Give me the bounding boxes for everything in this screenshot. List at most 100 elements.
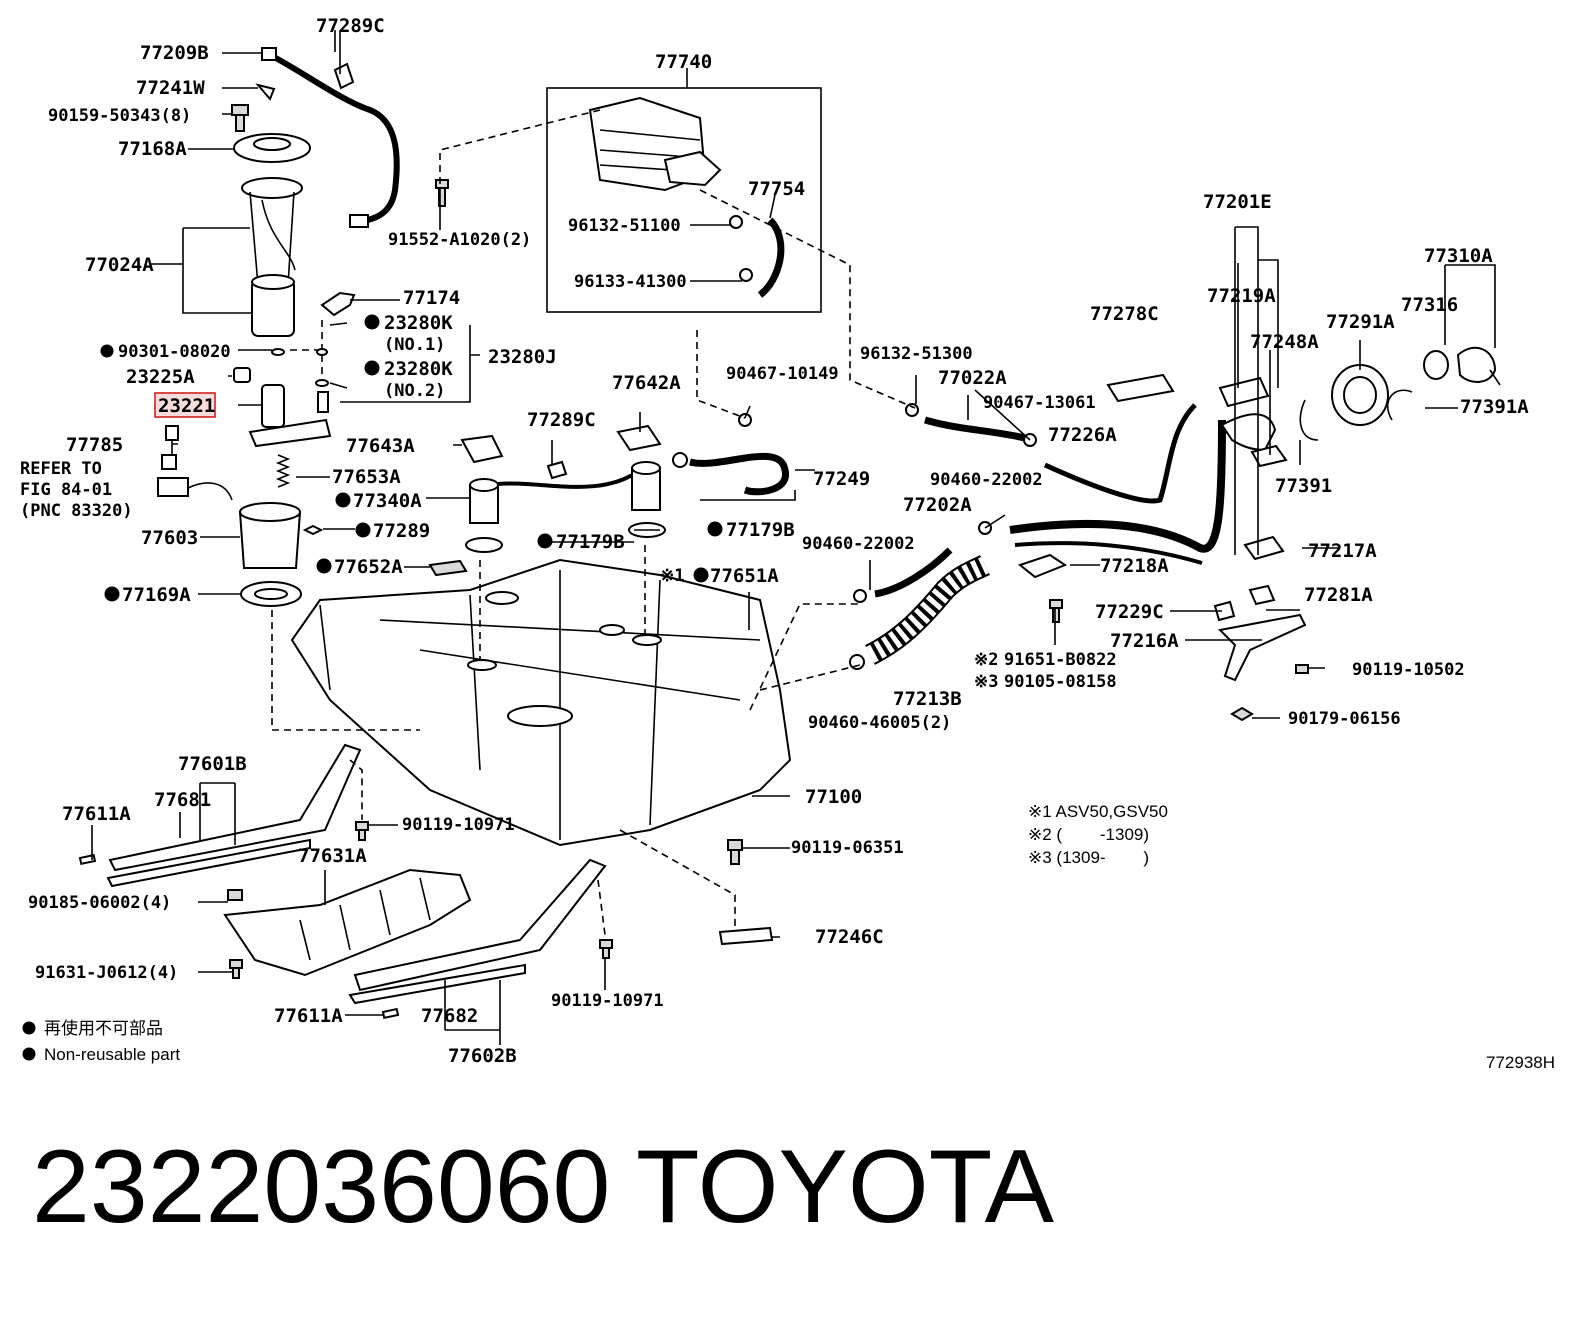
label-90460-22002-left: 90460-22002 xyxy=(802,534,915,554)
label-77024a: 77024A xyxy=(85,254,154,276)
clip-77229c-drawing xyxy=(1213,600,1236,622)
clip-77281a-drawing xyxy=(1248,584,1276,606)
clip-77289c-drawing xyxy=(333,62,355,90)
label-90467-10149: 90467-10149 xyxy=(726,364,839,384)
label-77785: 77785 xyxy=(66,434,123,456)
legend-text-en: Non-reusable part xyxy=(44,1045,180,1064)
label-90301: 90301-08020 xyxy=(118,342,231,362)
label-77217a: 77217A xyxy=(1308,540,1377,562)
strap-77681-drawing xyxy=(106,838,311,888)
label-90460-22002-right: 90460-22002 xyxy=(930,470,1043,490)
label-77316: 77316 xyxy=(1401,294,1458,316)
label-77602b: 77602B xyxy=(448,1045,517,1067)
cushion-23225a-drawing xyxy=(233,367,251,383)
diagram-id: 772938H xyxy=(1486,1053,1555,1072)
label-refer-line3: (PNC 83320) xyxy=(20,501,133,521)
label-77168a: 77168A xyxy=(118,138,187,160)
plate-hole-drawing xyxy=(253,137,291,151)
label-23280j: 23280J xyxy=(488,346,557,368)
small-assembly-paths xyxy=(290,320,323,380)
label-77754: 77754 xyxy=(748,178,805,200)
bracket-77246c-drawing xyxy=(718,926,774,946)
bolt-91552-drawing xyxy=(435,179,449,207)
gasket-77316-drawing xyxy=(1423,350,1449,380)
highlight-23221 xyxy=(154,392,216,418)
label-23280k-no2: 23280K xyxy=(384,358,453,380)
clip-96132-51300-drawing xyxy=(905,403,919,417)
canister-group-box xyxy=(546,87,822,313)
cushion-77611a-bottom-drawing xyxy=(381,1007,400,1020)
ring-90301-drawing xyxy=(271,348,285,356)
legend: 再使用不可部品 Non-reusable part xyxy=(44,1018,180,1064)
dot-77179b-left xyxy=(537,533,553,549)
tank-hole-3-drawing xyxy=(599,624,625,636)
label-77601b: 77601B xyxy=(178,753,247,775)
clamp-90460-46005-drawing xyxy=(849,654,865,670)
label-77289c-mid: 77289C xyxy=(527,409,596,431)
footer-part-number: 2322036060 xyxy=(32,1129,610,1245)
non-reusable-markers xyxy=(22,314,723,1061)
hose-77754-drawing xyxy=(757,217,785,298)
sender-float-drawing xyxy=(187,482,233,501)
hose-ridges-drawing xyxy=(865,556,990,664)
breather-tube-77226a-drawing xyxy=(1043,403,1197,504)
valve-top-drawing xyxy=(469,478,499,492)
label-ref1-mark: ※1 xyxy=(660,566,684,586)
bolt-90119-10971-left-drawing xyxy=(355,821,369,841)
ring-77391-drawing xyxy=(1299,399,1319,441)
protector-77642a-drawing xyxy=(616,424,662,452)
assembly-paths xyxy=(271,109,916,936)
dot-23280k-1 xyxy=(364,314,380,330)
dot-legend-jp xyxy=(22,1021,36,1035)
sensor-77785-drawing xyxy=(165,425,179,441)
label-leaders xyxy=(91,30,1496,1045)
clip-77219a-drawing xyxy=(1218,376,1270,408)
label-90159: 90159-50343(8) xyxy=(48,106,191,126)
dot-legend-en xyxy=(22,1047,36,1061)
strap-77602b-drawing xyxy=(353,858,607,992)
hose-77022a-drawing xyxy=(924,416,1026,442)
hose-77249-drawing xyxy=(689,452,789,496)
bolt-90159-drawing xyxy=(231,104,249,132)
legend-text-jp: 再使用不可部品 xyxy=(44,1018,163,1038)
label-77246c: 77246C xyxy=(815,926,884,948)
dot-77289 xyxy=(355,522,371,538)
label-77216a: 77216A xyxy=(1110,630,1179,652)
label-91651: 91651-B0822 xyxy=(1004,650,1117,670)
label-77289: 77289 xyxy=(373,520,430,542)
tank-hole-2-drawing xyxy=(632,634,662,646)
tube-connector-drawing xyxy=(261,47,277,61)
label-90119-10971-left: 90119-10971 xyxy=(402,815,515,835)
label-77202a: 77202A xyxy=(903,494,972,516)
protector-ribs-drawing xyxy=(299,877,431,961)
label-77611a-bottom: 77611A xyxy=(274,1005,343,1027)
bolt-90119-10502-drawing xyxy=(1295,664,1309,674)
pad-77652a-drawing xyxy=(428,559,468,577)
label-77391a: 77391A xyxy=(1460,396,1529,418)
protector-77631a-drawing xyxy=(223,868,472,977)
protector-77278c-drawing xyxy=(1106,373,1175,403)
dot-77651a xyxy=(693,567,709,583)
note-3: ※3 (1309- ) xyxy=(1028,848,1149,867)
ring-77179b-left-drawing xyxy=(465,537,503,553)
tank-pump-hole-drawing xyxy=(507,705,573,727)
label-no1: (NO.1) xyxy=(384,335,445,355)
label-77229c: 77229C xyxy=(1095,601,1164,623)
label-77642a: 77642A xyxy=(612,372,681,394)
sender-gauge-drawing xyxy=(157,477,189,497)
cup-rim-drawing xyxy=(239,502,301,522)
bolt-91651-drawing xyxy=(1049,599,1063,623)
note-2: ※2 ( -1309) xyxy=(1028,825,1149,844)
label-23221: 23221 xyxy=(158,395,215,417)
pump-bracket-drawing xyxy=(248,418,332,448)
tank-hole-1-drawing xyxy=(467,659,497,671)
label-77652a: 77652A xyxy=(334,556,403,578)
label-90119-10971-bottom: 90119-10971 xyxy=(551,991,664,1011)
hose-77202a-drawing xyxy=(874,547,953,598)
pump-rods-drawing xyxy=(249,191,296,286)
tube-end-drawing xyxy=(349,214,369,228)
clip-77289c-mid-drawing xyxy=(546,460,568,480)
nut-90185-drawing xyxy=(227,889,243,901)
vent-tube-drawing xyxy=(268,52,400,225)
label-77651a: 77651A xyxy=(710,565,779,587)
